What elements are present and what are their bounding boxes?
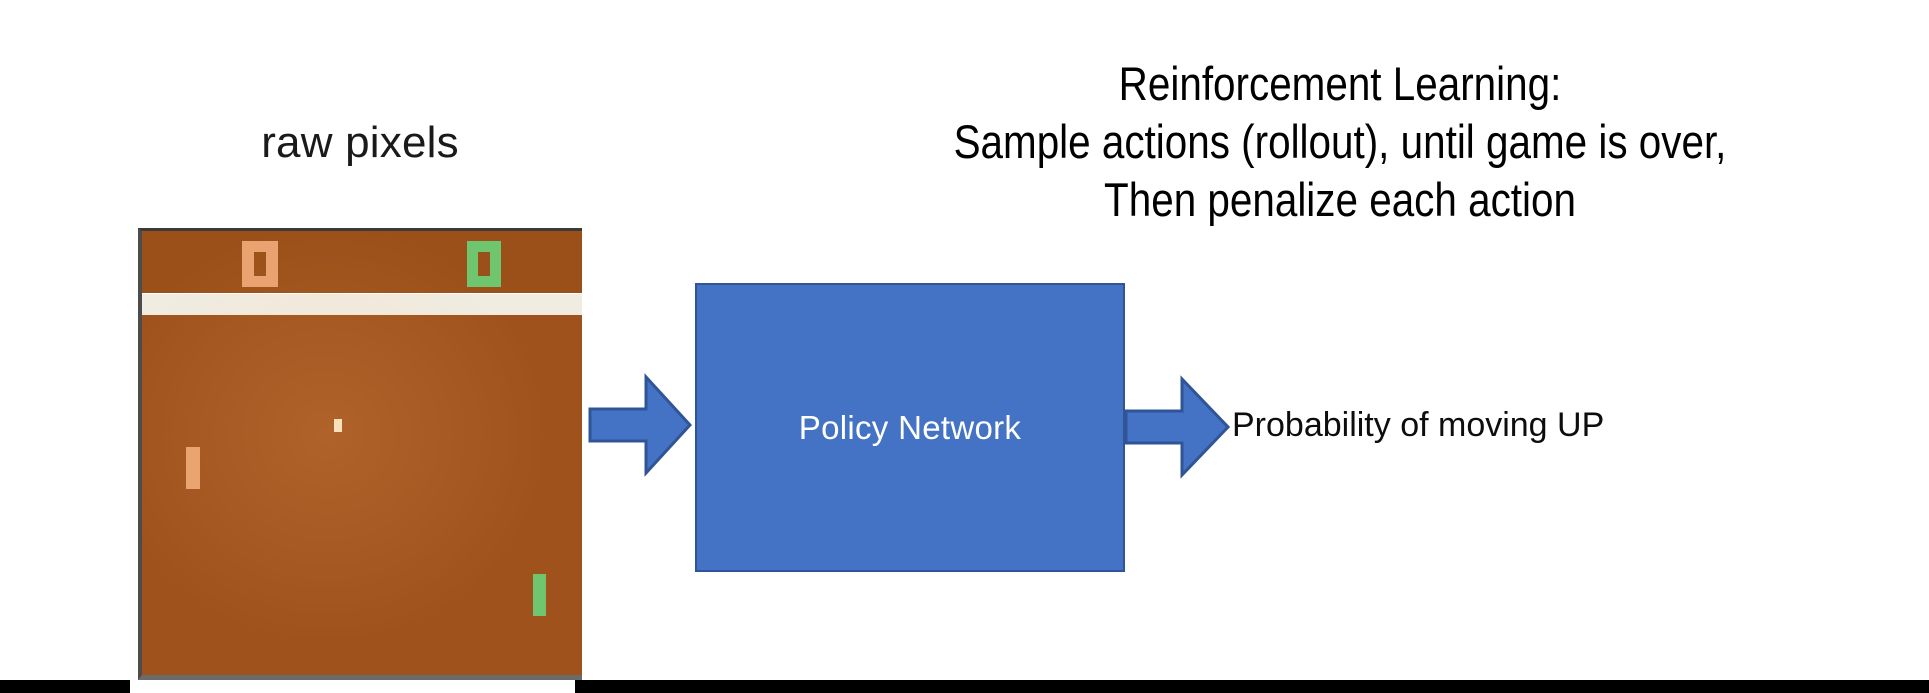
heading-line-2: Sample actions (rollout), until game is … xyxy=(953,115,1727,168)
arrow-network-to-output xyxy=(1124,375,1230,479)
footer-bar-left xyxy=(0,680,130,693)
slide-heading: Reinforcement Learning: Sample actions (… xyxy=(770,55,1910,229)
arrow-input-to-network xyxy=(588,373,692,477)
pong-score-left-digit xyxy=(242,241,278,287)
heading-line-3: Then penalize each action xyxy=(1104,173,1576,226)
pong-game-screenshot xyxy=(138,228,582,680)
pong-paddle-right xyxy=(533,574,546,616)
heading-line-1: Reinforcement Learning: xyxy=(1118,57,1562,110)
policy-network-box: Policy Network xyxy=(695,283,1125,572)
pong-paddle-left xyxy=(186,447,200,489)
pong-ball xyxy=(334,419,342,432)
footer-bar-right xyxy=(575,680,1929,693)
output-probability-label: Probability of moving UP xyxy=(1232,406,1605,444)
pong-score-band xyxy=(142,231,582,293)
raw-pixels-caption: raw pixels xyxy=(261,118,459,167)
policy-network-label: Policy Network xyxy=(798,408,1022,446)
pong-divider-bar xyxy=(142,293,582,315)
pong-score-right-digit xyxy=(467,241,501,287)
